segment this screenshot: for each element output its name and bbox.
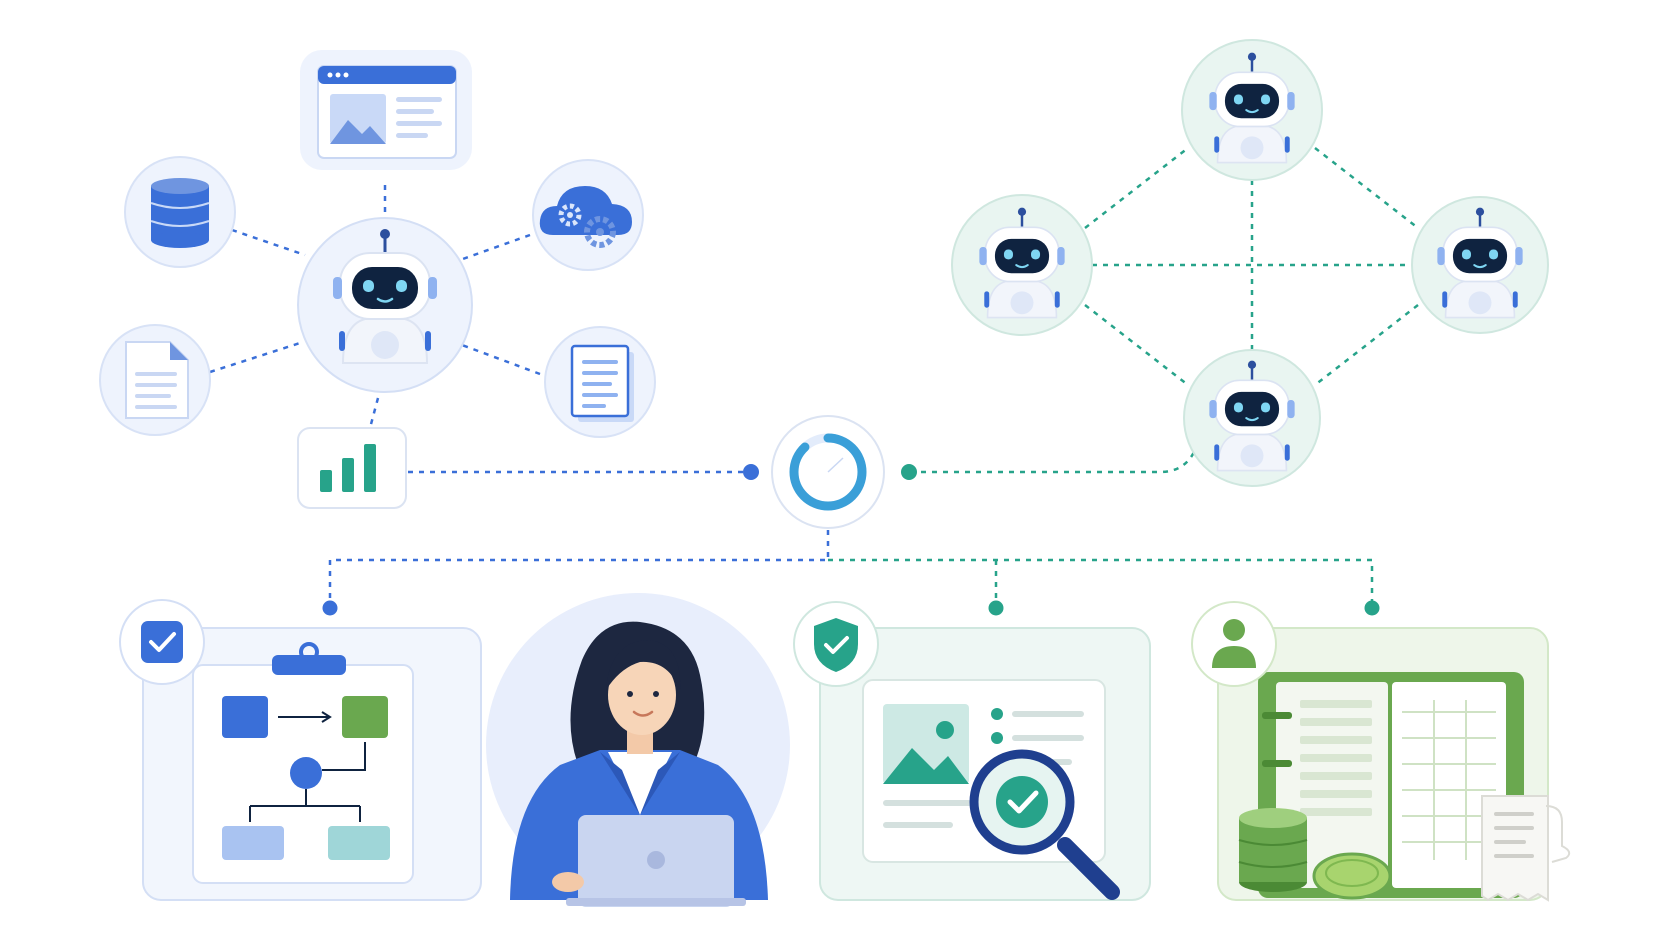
connector-chart <box>368 397 380 429</box>
robot-network <box>951 39 1549 487</box>
connector-dot-blue <box>743 464 759 480</box>
document-node <box>99 324 211 436</box>
connector-dot-ledger <box>1364 600 1380 616</box>
cloud-gears-icon <box>539 186 632 248</box>
connector-left-bottom <box>1084 304 1189 386</box>
network-robot-left <box>951 194 1093 336</box>
connector-document <box>209 341 301 374</box>
progress-ring-icon <box>789 433 867 511</box>
user-badge-icon <box>1212 619 1256 668</box>
person-card <box>486 593 790 907</box>
connector-dots <box>322 464 1380 616</box>
connector-center-to-network <box>910 449 1197 474</box>
bar-chart-node <box>297 427 407 509</box>
connector-cloud <box>459 233 531 262</box>
network-robot-bottom <box>1183 349 1321 487</box>
connector-database <box>231 228 306 257</box>
browser-window-icon <box>317 65 457 159</box>
workflow-card <box>119 599 482 901</box>
hub-robot <box>297 217 473 393</box>
checkbox-badge <box>119 599 205 685</box>
verify-image-magnifier-icon <box>862 679 1120 900</box>
person-laptop-icon <box>510 621 768 907</box>
ledger-coins-icon <box>1238 672 1571 902</box>
cloud-gears-node <box>532 159 644 271</box>
connector-dot-workflow <box>322 600 338 616</box>
shield-check-badge-icon <box>814 618 858 672</box>
network-robot-right <box>1411 196 1549 334</box>
ledger-card <box>1191 601 1571 902</box>
connector-dot-teal <box>901 464 917 480</box>
hub-cluster <box>99 50 656 509</box>
database-node <box>124 156 236 268</box>
connector-top-right <box>1314 147 1419 229</box>
workflow-clipboard-icon <box>192 642 414 884</box>
shield-check-badge <box>793 601 879 687</box>
network-robot-top <box>1181 39 1323 181</box>
network-connectors <box>828 147 1419 606</box>
connector-left-top <box>1084 147 1189 229</box>
bar-chart-icon <box>320 444 376 492</box>
verify-card <box>793 601 1151 901</box>
connector-document-lines <box>461 343 541 376</box>
connector-right-bottom <box>1314 304 1419 386</box>
document-lines-icon <box>570 344 634 422</box>
document-icon <box>125 341 189 419</box>
connector-dot-verify <box>988 600 1004 616</box>
connector-center-to-workflow <box>328 530 830 606</box>
checkbox-badge-icon <box>141 621 183 663</box>
user-badge <box>1191 601 1277 687</box>
hub-connectors <box>209 185 830 606</box>
document-lines-node <box>544 326 656 438</box>
browser-window-node <box>300 50 472 170</box>
center-progress-node <box>771 415 885 529</box>
database-icon <box>150 178 210 248</box>
connector-center-to-ledger <box>828 558 1374 606</box>
